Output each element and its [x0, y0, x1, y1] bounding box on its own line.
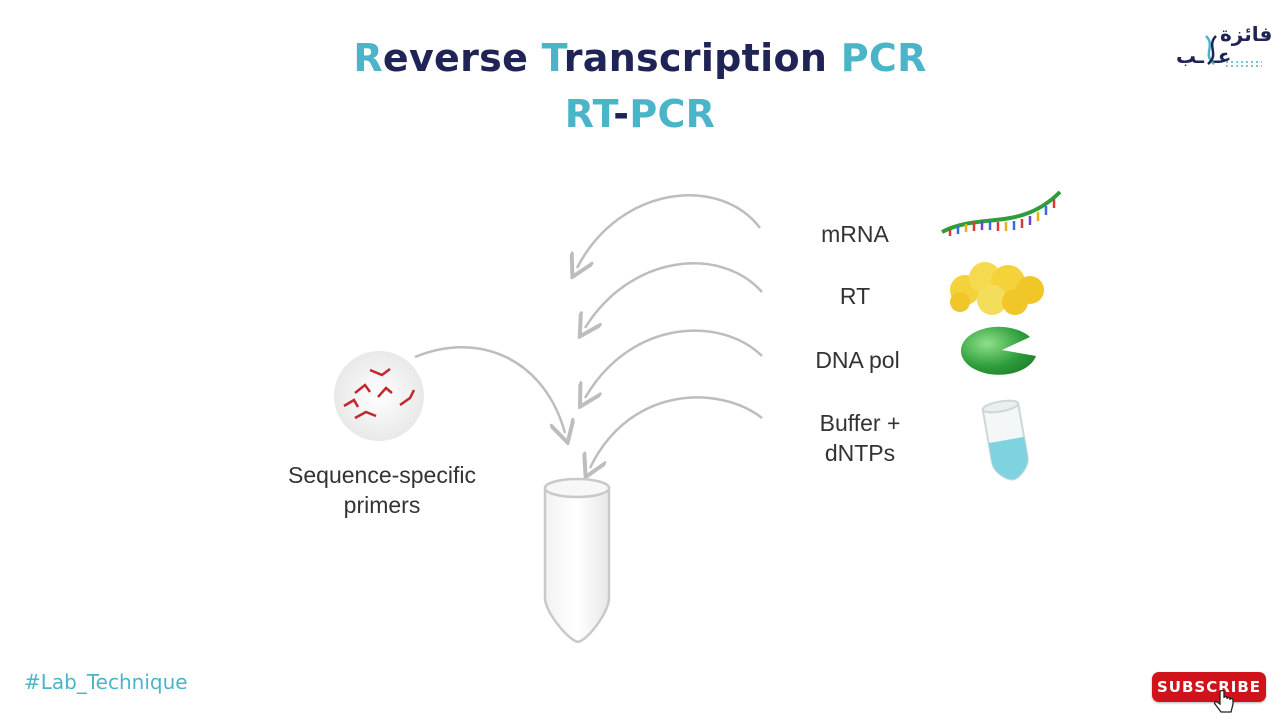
rt-enzyme-icon: [950, 262, 1044, 315]
logo-text-line2: عـ ـب: [1176, 44, 1232, 68]
mrna-strand-icon: [941, 190, 1062, 236]
hashtag-label: #Lab_Technique: [24, 670, 188, 694]
title-segment: T: [541, 36, 564, 80]
page-subtitle: RT-PCR: [0, 92, 1280, 136]
channel-logo: فائزة عـ ـب: [1172, 22, 1272, 74]
title-segment: R: [353, 36, 383, 80]
logo-text-line1: فائزة: [1220, 22, 1273, 46]
reagent-label-dna-pol: DNA pol: [815, 347, 900, 373]
curved-arrow-icon: [585, 262, 763, 328]
reagent-label-rt: RT: [839, 283, 871, 309]
reaction-tube-icon: [543, 477, 611, 644]
primers-label: Sequence-specific primers: [288, 462, 476, 518]
page-title: Reverse Transcription PCR: [0, 36, 1280, 80]
reagent-label-buffer: Buffer + dNTPs: [819, 410, 901, 466]
hand-cursor-icon: [1213, 690, 1234, 713]
title-segment: everse: [382, 36, 542, 80]
title-segment: ranscription: [563, 36, 841, 80]
curved-arrow-icon: [414, 346, 565, 433]
primers-circle-icon: [334, 351, 424, 441]
subscribe-button[interactable]: SUBSCRIBE: [1152, 672, 1266, 702]
subtitle-segment: PCR: [629, 92, 716, 136]
curved-arrow-icon: [585, 329, 763, 398]
curved-arrow-icon: [590, 396, 763, 468]
subtitle-segment: RT: [564, 92, 614, 136]
title-segment: PCR: [840, 36, 927, 80]
reagent-label-mrna: mRNA: [821, 221, 889, 247]
subtitle-segment: -: [613, 92, 630, 136]
dna-helix-icon: [1205, 35, 1262, 67]
dna-polymerase-icon: [960, 326, 1036, 375]
curved-arrow-icon: [577, 194, 761, 268]
buffer-tube-icon: [981, 399, 1029, 481]
